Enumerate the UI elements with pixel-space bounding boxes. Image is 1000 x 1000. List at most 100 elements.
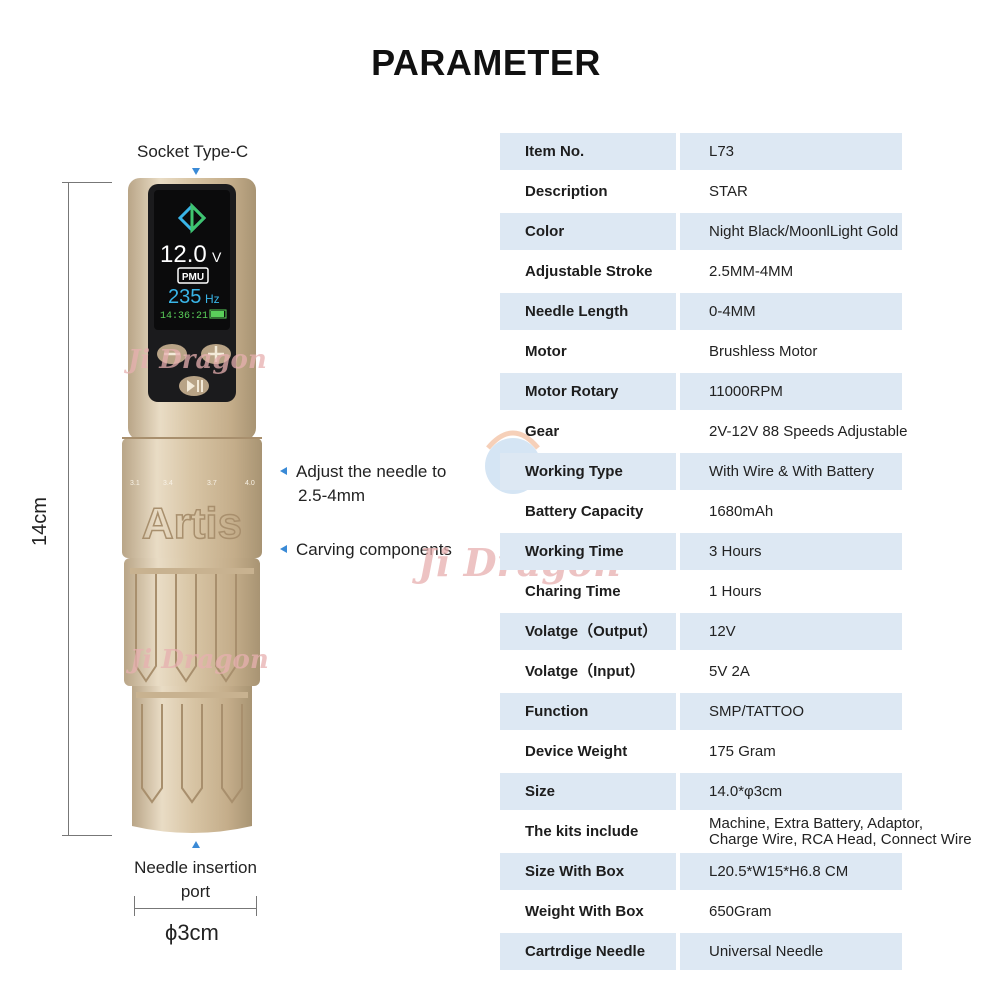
table-row: Weight With Box 650Gram xyxy=(500,893,902,930)
spec-label: Description xyxy=(525,183,608,200)
table-row: Volatge（Input） 5V 2A xyxy=(500,653,902,690)
needle-adjust-line1: Adjust the needle to xyxy=(296,462,447,481)
spec-label: Charing Time xyxy=(525,583,621,600)
spec-label: Motor xyxy=(525,343,567,360)
height-dimension-tick-bottom xyxy=(62,835,112,836)
table-row: Item No. L73 xyxy=(500,133,902,170)
spec-label: Adjustable Stroke xyxy=(525,263,653,280)
screen-mode-badge: PMU xyxy=(182,272,204,283)
spec-value: 2V-12V 88 Speeds Adjustable xyxy=(709,423,908,440)
spec-value: SMP/TATTOO xyxy=(680,693,902,730)
needle-adjust-callout: Adjust the needle to 2.5-4mm xyxy=(280,460,446,508)
height-dimension-tick-top xyxy=(62,182,112,183)
spec-value: L20.5*W15*H6.8 CM xyxy=(680,853,902,890)
spec-value: Machine, Extra Battery, Adaptor, Charge … xyxy=(680,813,980,850)
spec-value-line: Machine, Extra Battery, Adaptor, xyxy=(709,815,923,832)
table-row: Motor Rotary 11000RPM xyxy=(500,373,902,410)
spec-label: Working Time xyxy=(500,533,676,570)
spec-value: 14.0*φ3cm xyxy=(680,773,902,810)
spec-value: 2.5MM-4MM xyxy=(709,263,794,280)
scale-mark: 4.0 xyxy=(245,480,255,487)
spec-label: Item No. xyxy=(500,133,676,170)
screen-clock: 14:36:21 xyxy=(160,311,208,322)
spec-label: Gear xyxy=(525,423,560,440)
table-row: Working Type With Wire & With Battery xyxy=(500,453,902,490)
spec-label: Weight With Box xyxy=(525,903,644,920)
needle-port-line1: Needle insertion xyxy=(134,858,257,877)
spec-label: Volatge（Input） xyxy=(525,663,645,680)
socket-callout: Socket Type-C xyxy=(137,142,249,161)
spec-value: L73 xyxy=(680,133,902,170)
diameter-label: ϕ3cm xyxy=(165,920,219,945)
table-row: Cartrdige Needle Universal Needle xyxy=(500,933,902,970)
scale-mark: 3.7 xyxy=(207,480,217,487)
needle-port-arrow-icon xyxy=(192,841,200,848)
spec-label: The kits include xyxy=(525,823,639,840)
pen-carved-grip xyxy=(124,558,260,686)
watermark: Ji Dragon xyxy=(130,645,269,675)
spec-value: 175 Gram xyxy=(709,743,776,760)
spec-value: Brushless Motor xyxy=(709,343,818,360)
table-row: Motor Brushless Motor xyxy=(500,333,902,370)
needle-adjust-line2: 2.5-4mm xyxy=(298,486,366,505)
screen-voltage: 12.0 xyxy=(160,241,207,268)
socket-arrow-icon xyxy=(192,168,200,175)
pen-lower-grip xyxy=(132,686,252,833)
spec-label: Function xyxy=(500,693,676,730)
spec-label: Battery Capacity xyxy=(525,503,644,520)
table-row: Device Weight 175 Gram xyxy=(500,733,902,770)
table-row: Size With Box L20.5*W15*H6.8 CM xyxy=(500,853,902,890)
spec-label: Device Weight xyxy=(525,743,628,760)
tattoo-pen-illustration: 12.0 V PMU 235 Hz 14:36:21 3.1 3.4 3.7 4… xyxy=(122,178,262,833)
table-row: Function SMP/TATTOO xyxy=(500,693,902,730)
spec-value: STAR xyxy=(709,183,748,200)
table-row: Volatge（Output） 12V xyxy=(500,613,902,650)
spec-label: Volatge（Output） xyxy=(500,613,676,650)
spec-value: 12V xyxy=(680,613,902,650)
table-row: Working Time 3 Hours xyxy=(500,533,902,570)
spec-value: With Wire & With Battery xyxy=(680,453,902,490)
screen-frequency: 235 xyxy=(168,286,201,308)
spec-value: 5V 2A xyxy=(709,663,750,680)
table-row: Gear 2V-12V 88 Speeds Adjustable xyxy=(500,413,908,450)
spec-label: Needle Length xyxy=(500,293,676,330)
page-title: PARAMETER xyxy=(371,42,601,83)
screen-voltage-unit: V xyxy=(212,249,222,265)
needle-port-callout: Needle insertion port xyxy=(128,856,263,904)
brand-engraving: Artis xyxy=(142,499,242,548)
spec-label: Motor Rotary xyxy=(500,373,676,410)
spec-value: 0-4MM xyxy=(680,293,902,330)
screen-frequency-unit: Hz xyxy=(205,292,220,306)
spec-label: Size With Box xyxy=(500,853,676,890)
spec-value: 3 Hours xyxy=(680,533,902,570)
scale-mark: 3.1 xyxy=(130,480,140,487)
needle-port-line2: port xyxy=(180,882,211,901)
table-row: Adjustable Stroke 2.5MM-4MM xyxy=(500,253,902,290)
spec-value: 650Gram xyxy=(709,903,772,920)
spec-value: 11000RPM xyxy=(680,373,902,410)
brand-logo-icon xyxy=(177,202,207,234)
table-row: Charing Time 1 Hours xyxy=(500,573,902,610)
spec-value: 1 Hours xyxy=(709,583,762,600)
carving-label: Carving components xyxy=(296,540,452,559)
table-row: The kits include Machine, Extra Battery,… xyxy=(500,813,972,850)
spec-value: 1680mAh xyxy=(709,503,774,520)
table-row: Needle Length 0-4MM xyxy=(500,293,902,330)
spec-value-line: Charge Wire, RCA Head, Connect Wire xyxy=(709,831,972,848)
spec-value: Night Black/MoonlLight Gold xyxy=(680,213,902,250)
table-row: Size 14.0*φ3cm xyxy=(500,773,902,810)
spec-label: Color xyxy=(500,213,676,250)
scale-mark: 3.4 xyxy=(163,480,173,487)
height-label: 14cm xyxy=(28,497,51,546)
carving-callout: Carving components xyxy=(280,540,452,560)
callout-arrow-icon xyxy=(280,466,287,475)
spec-label: Working Type xyxy=(500,453,676,490)
watermark: Ji Dragon xyxy=(128,345,267,375)
diameter-dimension-line xyxy=(134,908,257,909)
height-dimension-line xyxy=(68,182,69,835)
pen-adjustment-ring xyxy=(122,438,262,558)
diameter-tick-right xyxy=(256,896,257,916)
table-row: Battery Capacity 1680mAh xyxy=(500,493,902,530)
table-row: Description STAR xyxy=(500,173,902,210)
diameter-tick-left xyxy=(134,896,135,916)
